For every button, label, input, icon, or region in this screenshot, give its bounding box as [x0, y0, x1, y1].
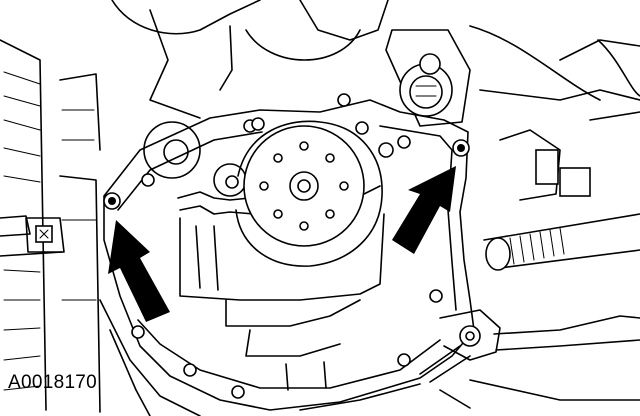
crankshaft-sprocket: [235, 117, 383, 267]
drive-shaft: [483, 213, 640, 271]
timing-cover-plate: [103, 93, 475, 411]
figure-code: A0018170: [8, 372, 98, 393]
hose-clamp: [0, 215, 65, 257]
left-arrow-icon: [108, 220, 170, 322]
right-bracket: [469, 25, 640, 201]
engine-block: [111, 0, 389, 197]
left-radiator: [0, 39, 101, 413]
lower-frame: [99, 299, 421, 416]
right-arrow-icon: [392, 166, 456, 254]
lower-linkage: [419, 309, 640, 409]
bolt-icon: [103, 139, 470, 210]
